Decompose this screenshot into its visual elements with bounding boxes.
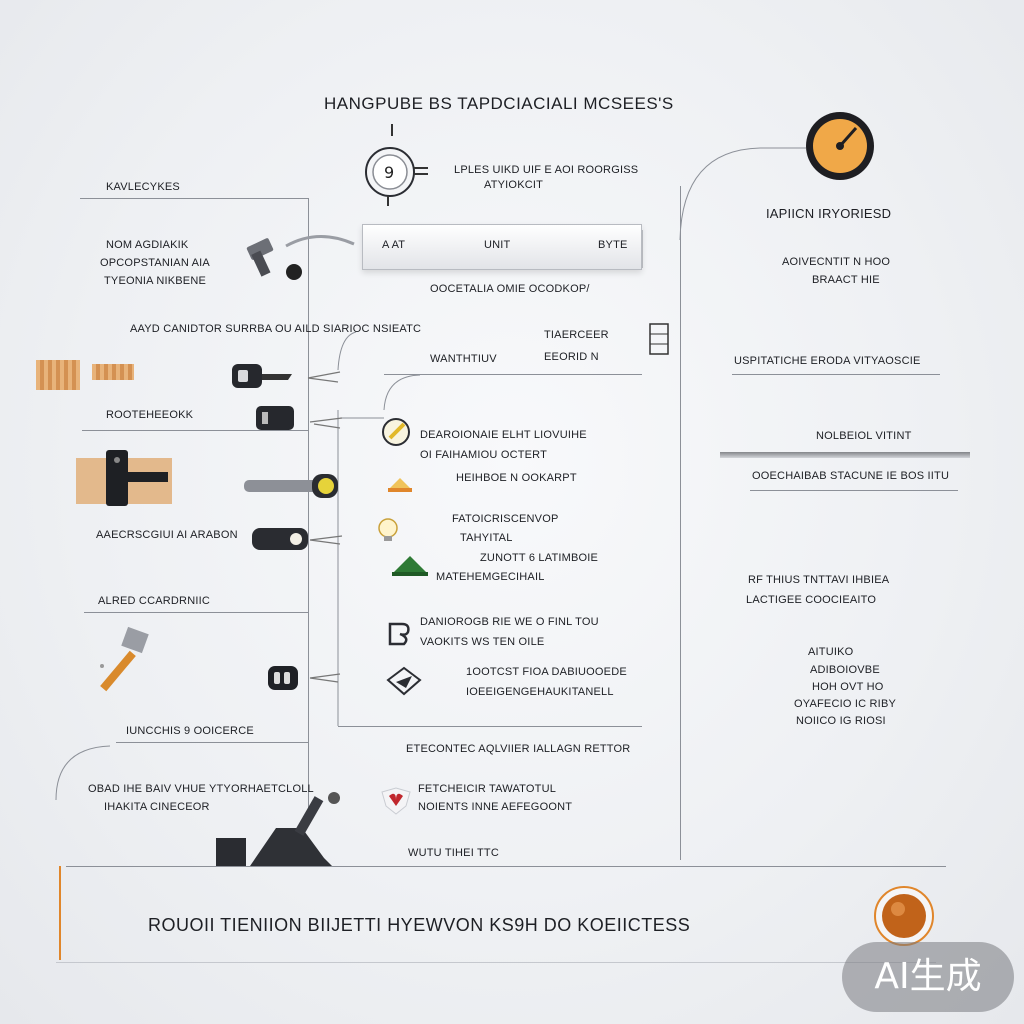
divider-left-vertical [308,198,309,818]
wood-strip-icon [92,364,134,380]
mid-block-e-line2: NOIENTS INNE AEFEGOONT [418,801,573,813]
left-heading: KAVLECYKES [106,181,180,193]
settings-small-icon [649,323,669,355]
right-block1-line2: BRAACT HIE [812,274,880,286]
connector-right-top [679,147,806,241]
right-gradient-bar [720,452,970,458]
divider-left-3 [84,612,308,613]
remote-small-icon [268,666,341,690]
divider-right-2 [750,490,958,491]
mid-block-f: WUTU TIHEI TTC [408,847,499,859]
mid-block-a-line3: HEIHBOE N OOKARPT [456,472,577,484]
ai-generated-badge: AI生成 [842,942,1014,1012]
gem-icon [388,478,412,492]
bird-icon [386,666,422,696]
mid-block-a-line1: DEAROIONAIE ELHT LIOVUIHE [420,429,587,441]
right-block6-line4: OYAFECIO IC RIBY [794,698,897,710]
mid-left-label: WANTHTIUV [430,353,497,365]
drill-tool-icon [246,234,355,280]
key-bar-left: A AT [382,239,406,251]
right-block5-line2: LACTIGEE COOCIEAITO [746,594,877,606]
right-heading: IAPIICN IRYORIESD [766,206,892,221]
mid-right-label2: EEORID N [544,351,599,363]
mid-block-b-line2: TAHYITAL [460,532,513,544]
divider-left-4 [116,742,308,743]
right-block6-line1: AITUIKO [808,646,854,658]
mid-block-b-line1: FATOICRISCENVOP [452,513,559,525]
divider-right-1 [732,374,940,375]
right-label4: OOECHAIBAB STACUNE IE BOS IITU [752,470,950,482]
left-label4: ALRED CCARDRNIIC [98,595,210,607]
mid-block-e-line1: FETCHEICIR TAWATOTUL [418,783,557,795]
key-bar-mid: UNIT [484,239,511,251]
press-tool-icon [216,792,340,866]
divider-right-vertical [680,186,681,860]
right-block1-line1: AOIVECNTIT N HOO [782,256,891,268]
left-block1-line1: NOM AGDIAKIK [106,239,189,251]
connector-mid-top [383,374,421,411]
left-block1-line3: TYEONIA NIKBENE [104,275,207,287]
left-label5: IUNCCHIS 9 OOICERCE [126,725,254,737]
key-bar [362,224,642,270]
left-wide-label: AAYD CANIDTOR SURRBA OU AILD SIARIOC NSI… [130,323,422,335]
lock-dial-icon: 9 [365,124,428,206]
mid-right-label: TIAERCEER [544,329,609,341]
key-bar-right: BYTE [598,239,628,251]
gauge-icon [806,112,874,180]
key-caption: OOCETALIA OMIE OCODKOP/ [430,283,590,295]
svg-text:9: 9 [384,163,394,182]
left-block1-line2: OPCOPSTANIAN AIA [100,257,210,269]
lightbulb-icon [378,518,398,541]
right-block6-line2: ADIBOIOVBE [810,664,880,676]
right-label2: USPITATICHE ERODA VITYAOSCIE [734,355,921,367]
divider-footer-bottom [56,962,936,963]
divider-left-2 [82,430,308,431]
orb-icon [874,886,934,946]
right-label3: NOLBEIOL VITINT [816,430,912,442]
wood-block-icon [36,360,80,390]
flashlight-icon [244,474,338,498]
mid-block-d-line2: IOEEIGENGEHAUKITANELL [466,686,614,698]
left-block6-line1: OBAD IHE BAIV VHUE YTYORHAETCLOLL [88,783,314,795]
link-b-icon [388,622,410,646]
footer-text: ROUOII TIENIION BIIJETTI HYEWVON KS9H DO… [148,915,691,935]
right-block6-line3: HOH OVT HO [812,681,884,693]
key-remote-icon-1 [232,364,341,388]
mid-bottom-heading: ETECONTEC AQLVIIER IALLAGN RETTOR [406,743,631,755]
page-title: HANGPUBE BS TAPDCIACIALI MCSEES'S [324,94,674,113]
left-label3: AAECRSCGIUI AI ARABON [96,529,238,541]
divider-left-top [80,198,308,199]
hammer-icon [100,626,149,692]
right-block5-line1: RF THIUS TNTTAVI IHBIEA [748,574,890,586]
mid-block-c-line2: VAOKITS WS TEN OILE [420,636,545,648]
key-remote-icon-2 [256,406,343,430]
key-fob-icon [252,528,343,550]
mid-block-c-line1: DANIOROGB RIE WE O FINL TOU [420,616,599,628]
heart-shield-icon [381,787,411,815]
mid-block-b-line4: MATEHEMGECIHAIL [436,571,545,583]
divider-mid-bottom [338,726,642,727]
mid-block-d-line1: 1OOTCST FIOA DABIUOOEDE [466,666,627,678]
right-block6-line5: NOIICO IG RIOSI [796,715,886,727]
connector-mid-join [337,331,357,371]
mid-block-a-line2: OI FAIHAMIOU OCTERT [420,449,548,461]
connector-left-bottom [55,745,111,801]
door-lock-icon [76,450,172,506]
divider-footer-top [66,866,946,867]
left-block6-line2: IHAKITA CINECEOR [104,801,210,813]
mid-block-b-line3: ZUNOTT 6 LATIMBOIE [480,552,599,564]
divider-mid-top [384,374,642,375]
node-circle-icon [382,418,410,446]
top-label-line2: ATYIOKCIT [484,179,544,191]
top-label-line1: LPLES UIKD UIF E AOI ROORGISS [454,164,639,176]
left-root-label: ROOTEHEEOKK [106,409,194,421]
plant-icon [392,556,428,576]
